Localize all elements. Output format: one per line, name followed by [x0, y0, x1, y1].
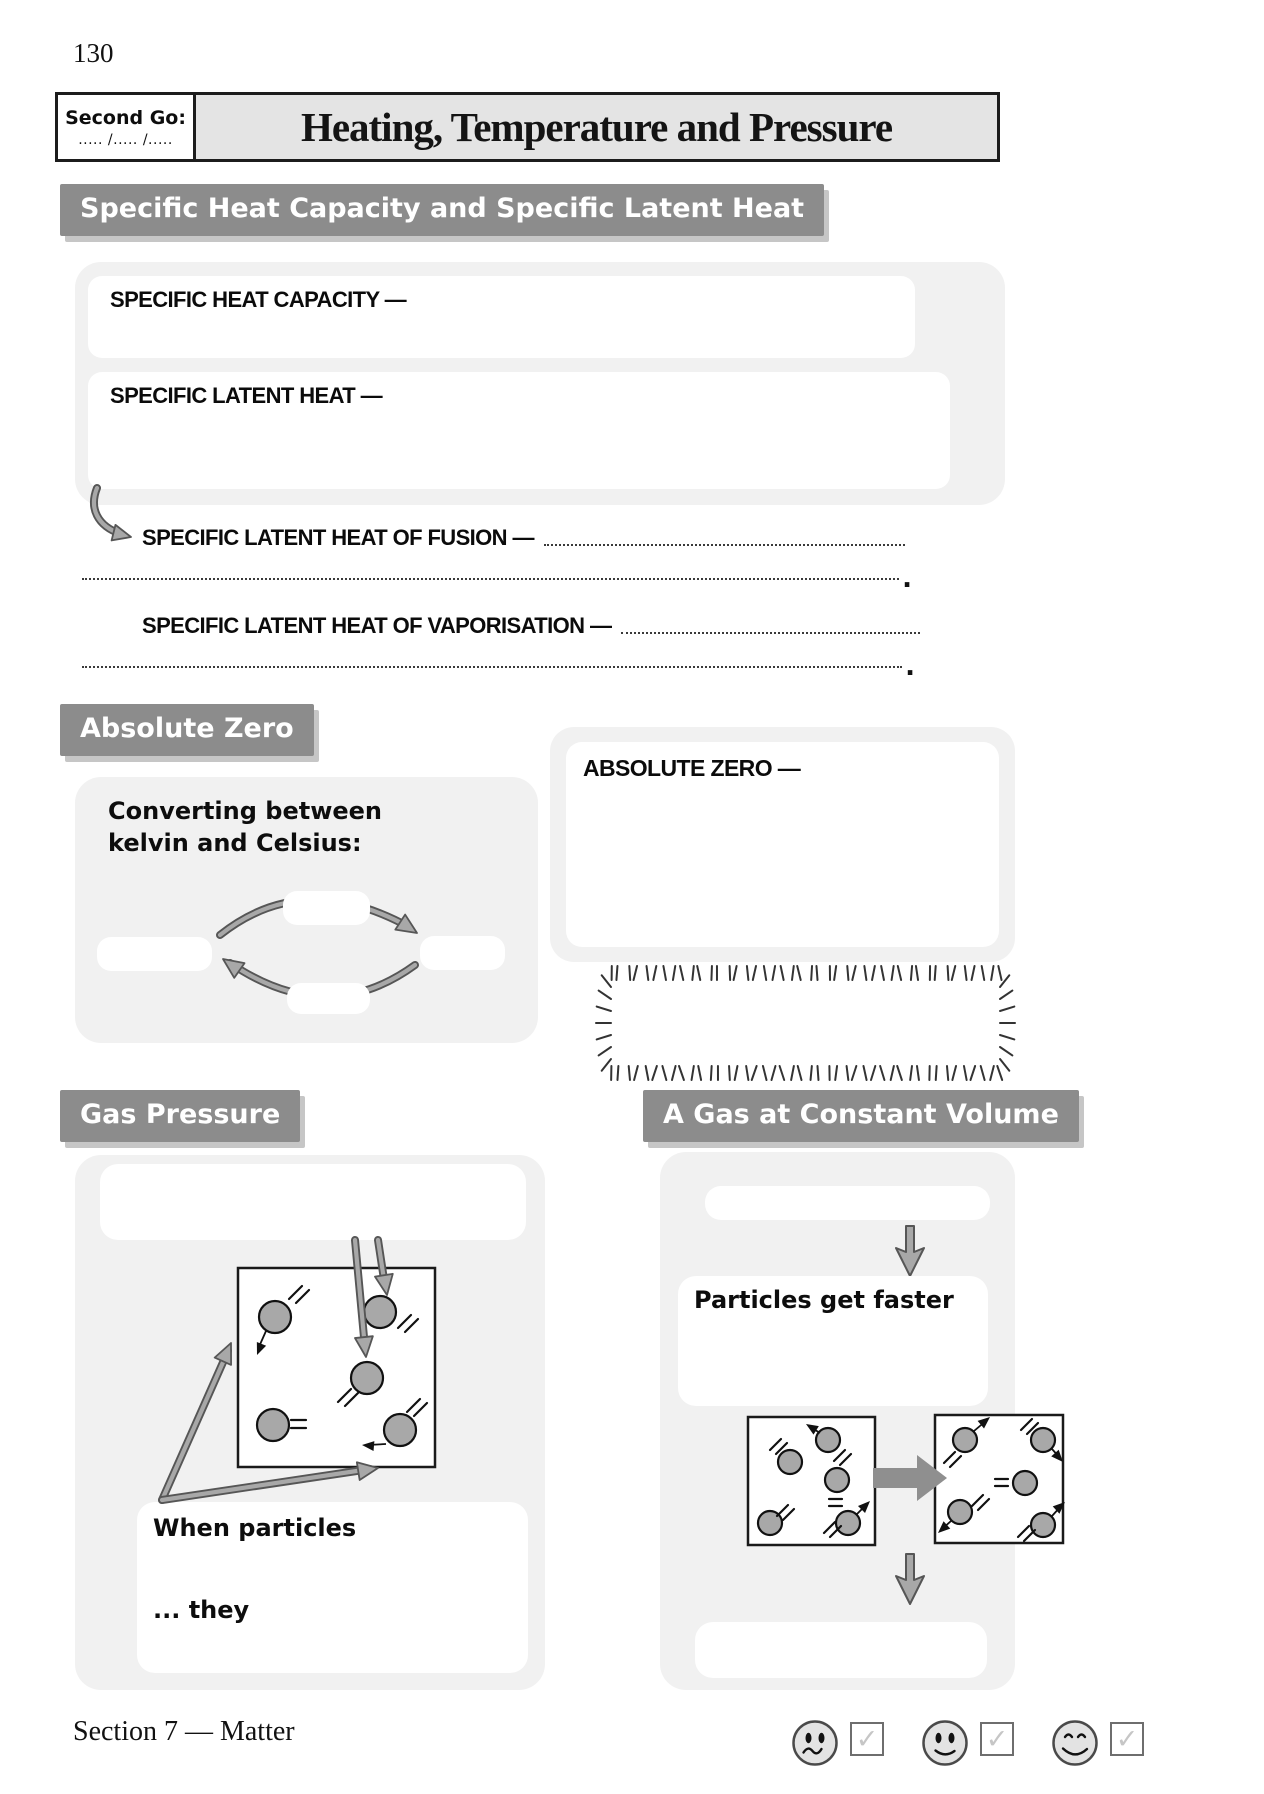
neutral-face-icon — [922, 1720, 968, 1766]
conversion-formula-slot-top[interactable] — [283, 891, 370, 925]
heat-capacity-answer-box[interactable]: SPECIFIC HEAT CAPACITY — — [88, 276, 915, 358]
fusion-dotted-line-2[interactable] — [82, 558, 900, 580]
latent-heat-answer-box[interactable]: SPECIFIC LATENT HEAT — — [88, 372, 950, 489]
vaporisation-line-1[interactable]: SPECIFIC LATENT HEAT OF VAPORISATION — — [142, 612, 920, 639]
latent-heat-label: SPECIFIC LATENT HEAT — — [110, 383, 383, 408]
line-period: . — [902, 564, 912, 594]
section-badge-constant-volume: A Gas at Constant Volume — [643, 1090, 1079, 1142]
vaporisation-dotted-line[interactable] — [621, 612, 920, 634]
section-footer: Section 7 — Matter — [73, 1716, 295, 1747]
page-number: 130 — [73, 38, 114, 68]
particle — [1011, 1469, 1039, 1497]
particles-faster-box[interactable] — [678, 1276, 988, 1406]
page-title: Heating, Temperature and Pressure — [196, 95, 997, 159]
second-go-box: Second Go: ..... /..... /..... — [58, 95, 196, 159]
section-badge-gas-pressure: Gas Pressure — [60, 1090, 301, 1142]
absolute-zero-label: ABSOLUTE ZERO — — [583, 755, 801, 781]
conversion-unit-slot-left[interactable] — [97, 937, 212, 971]
constant-volume-panel — [660, 1152, 1015, 1690]
absolute-zero-answer-box[interactable]: ABSOLUTE ZERO — — [566, 742, 999, 947]
when-particles-answer-box[interactable] — [137, 1502, 528, 1673]
vaporisation-dotted-line-2[interactable] — [82, 646, 903, 668]
conclusion-answer-box[interactable] — [695, 1622, 987, 1678]
conversion-formula-slot-bottom[interactable] — [287, 983, 370, 1014]
second-go-date-fields[interactable]: ..... /..... /..... — [78, 131, 173, 148]
confidence-checkbox-low[interactable]: ✓ — [850, 1722, 884, 1756]
conversion-unit-slot-right[interactable] — [420, 936, 505, 970]
line-period: . — [905, 652, 915, 682]
gas-pressure-answer-box[interactable] — [100, 1164, 526, 1240]
fusion-line-2[interactable]: . — [82, 558, 912, 594]
when-particles-label: When particles — [153, 1514, 357, 1542]
fusion-line-1[interactable]: SPECIFIC LATENT HEAT OF FUSION — — [142, 524, 905, 551]
worried-face-icon — [792, 1720, 838, 1766]
they-label: ... they — [153, 1596, 250, 1624]
fusion-label: SPECIFIC LATENT HEAT OF FUSION — — [142, 525, 534, 550]
converting-caption: Converting between kelvin and Celsius: — [108, 797, 383, 858]
vaporisation-line-2[interactable]: . — [82, 646, 915, 682]
confidence-checkbox-high[interactable]: ✓ — [1110, 1722, 1144, 1756]
fusion-dotted-line[interactable] — [543, 524, 905, 546]
particle — [1029, 1511, 1057, 1539]
particles-faster-label: Particles get faster — [694, 1286, 954, 1314]
section-badge-shc: Specific Heat Capacity and Specific Late… — [60, 184, 825, 236]
section-badge-absolute-zero: Absolute Zero — [60, 704, 314, 756]
confidence-checkbox-mid[interactable]: ✓ — [980, 1722, 1014, 1756]
page-header: Second Go: ..... /..... /..... Heating, … — [55, 92, 1000, 162]
sketchy-frame[interactable] — [593, 963, 1018, 1083]
heat-capacity-label: SPECIFIC HEAT CAPACITY — — [110, 287, 407, 312]
happy-face-icon — [1052, 1720, 1098, 1766]
heating-step-slot[interactable] — [705, 1186, 990, 1220]
second-go-label: Second Go: — [65, 106, 186, 129]
vaporisation-label: SPECIFIC LATENT HEAT OF VAPORISATION — — [142, 613, 612, 638]
particle — [1029, 1426, 1057, 1454]
